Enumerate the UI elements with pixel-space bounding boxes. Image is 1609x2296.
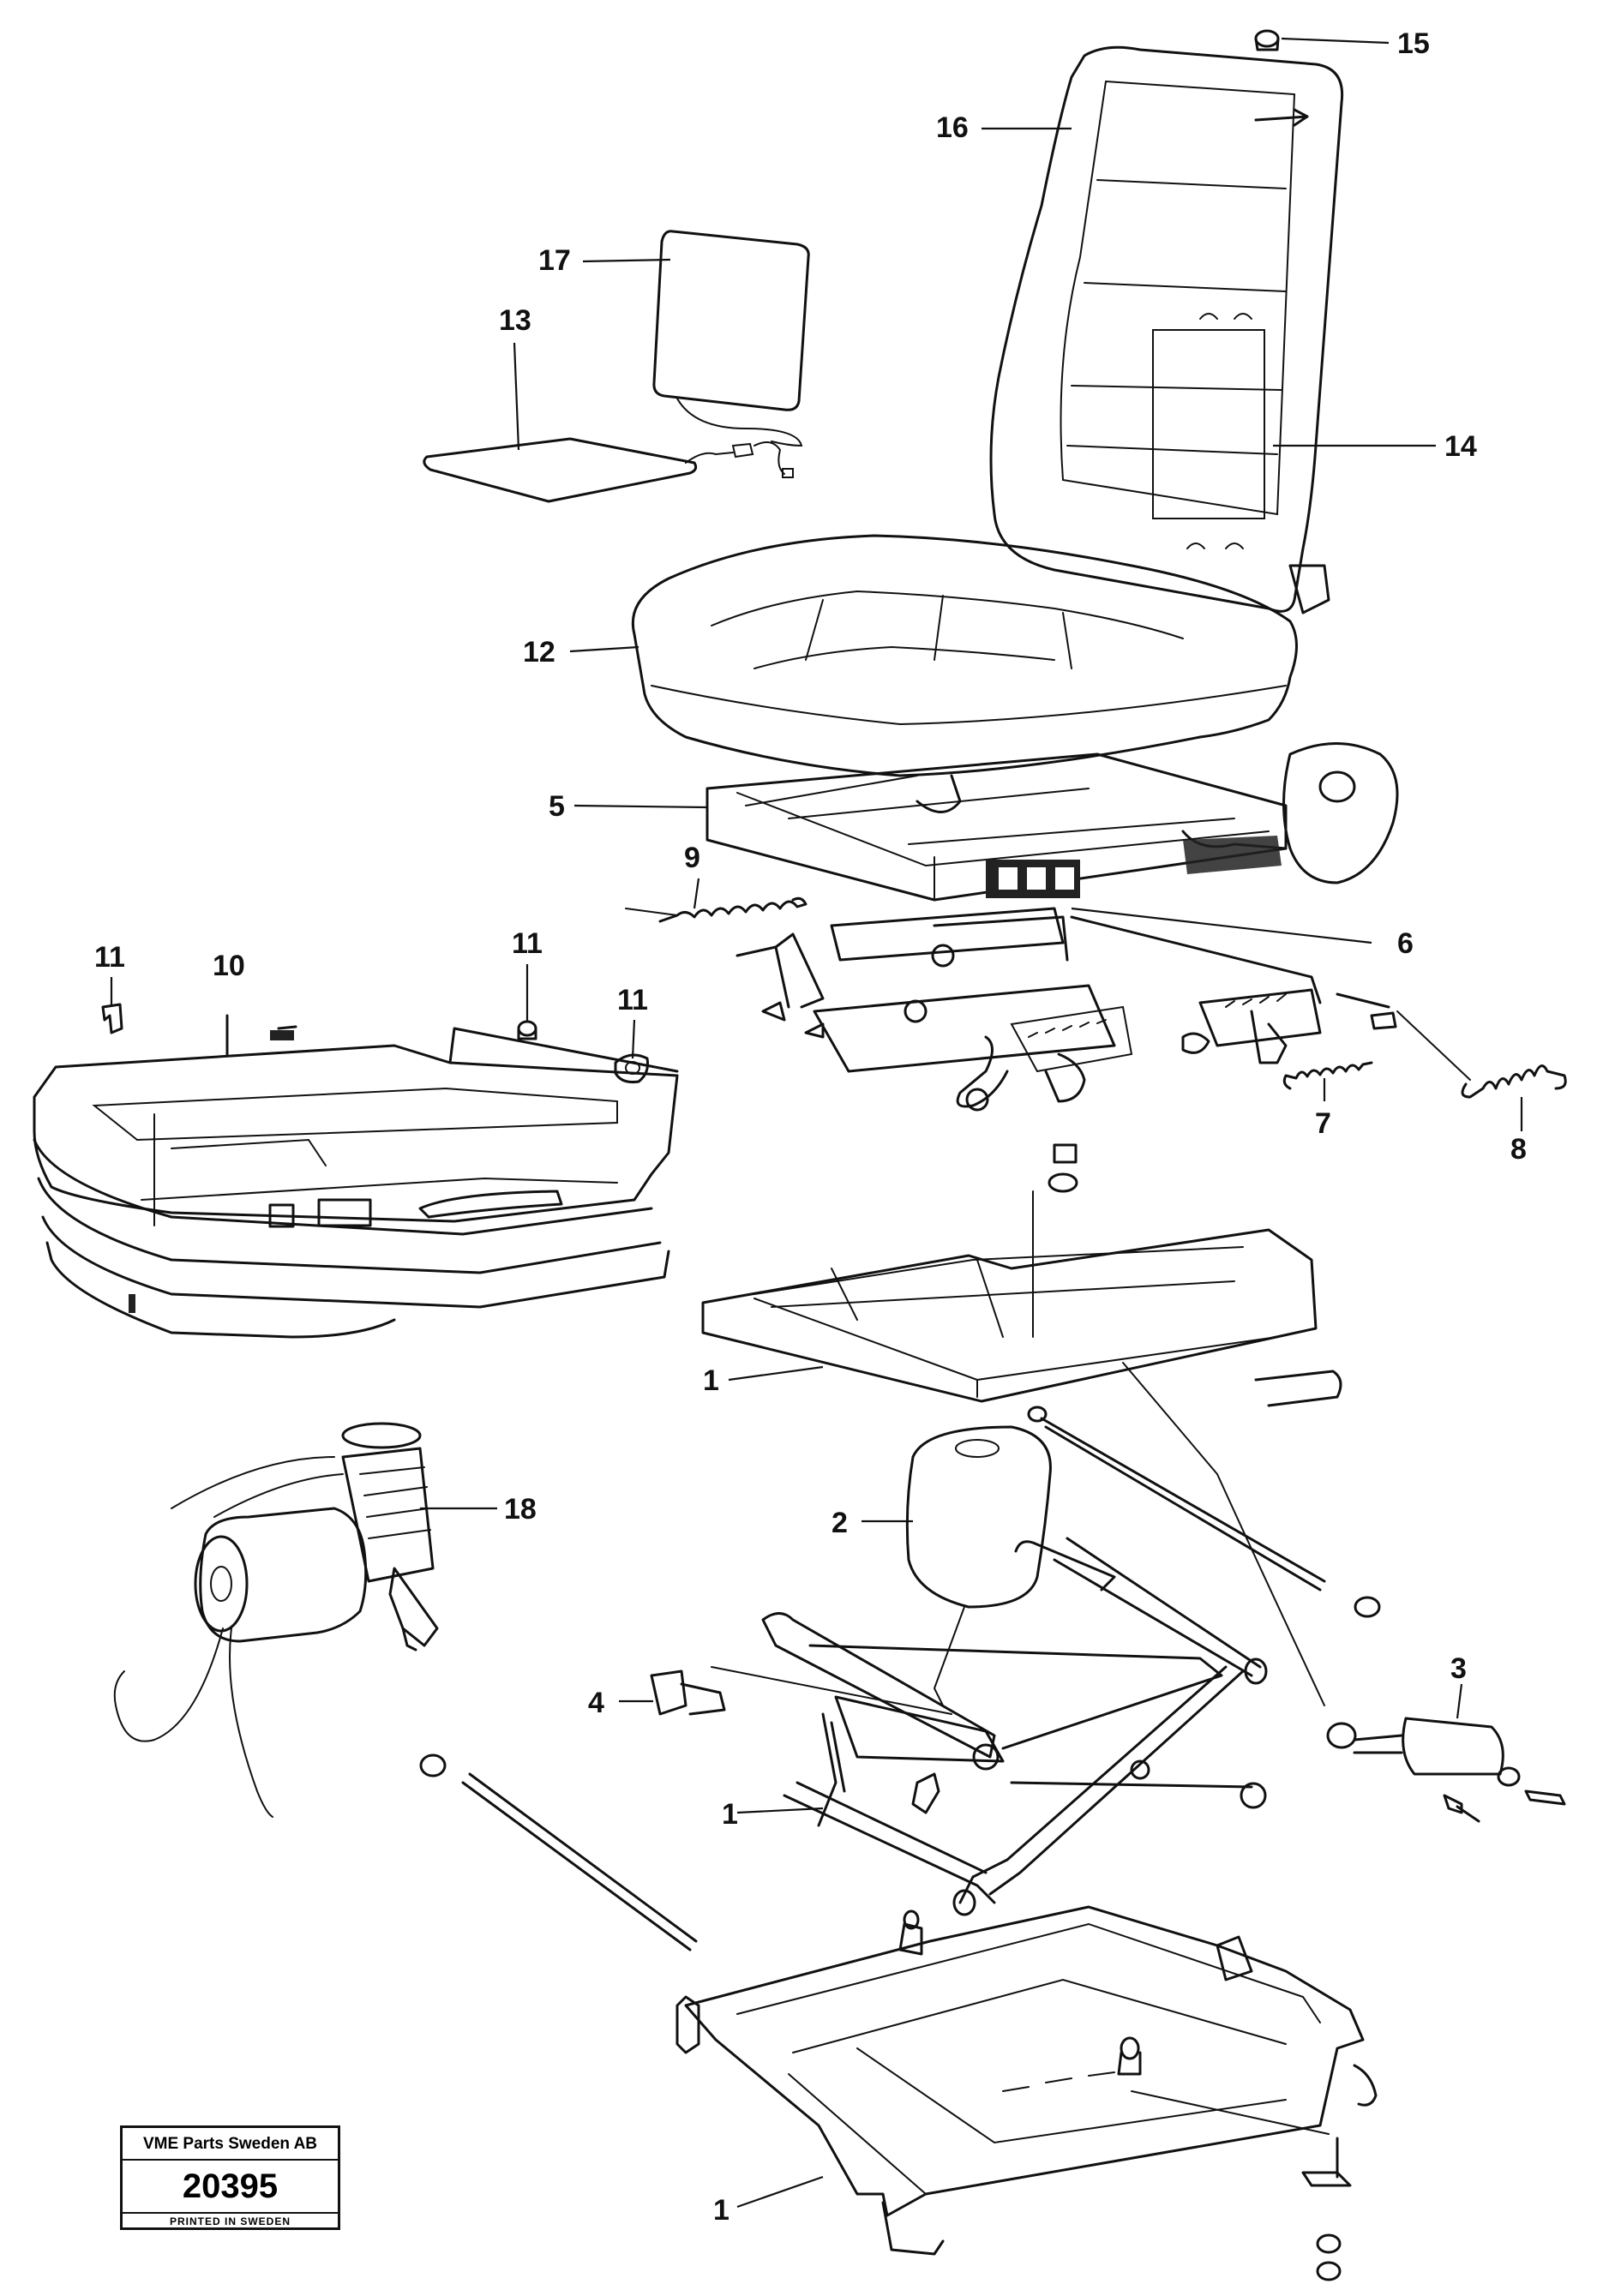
- knob-part-15: [1254, 29, 1280, 51]
- nut-part-11-center: [517, 1020, 537, 1040]
- callout-15: 15: [1397, 27, 1430, 60]
- stamp-company: VME Parts Sweden AB: [123, 2130, 338, 2161]
- callout-8: 8: [1510, 1133, 1527, 1166]
- callout-1-lower: 1: [713, 2194, 729, 2227]
- callout-18: 18: [504, 1493, 537, 1526]
- callout-10: 10: [213, 950, 245, 982]
- clip-part-11-left: [101, 1003, 123, 1034]
- spring-part-9: [625, 896, 808, 923]
- bellows-part-10: [33, 1014, 679, 1339]
- heating-pad-back-part-17: [652, 230, 810, 447]
- drawing-stamp: VME Parts Sweden AB 20395 PRINTED IN SWE…: [120, 2125, 340, 2230]
- upper-frame-part-1a: [701, 1143, 1342, 1423]
- backrest-part-16: [989, 45, 1344, 614]
- leader-lines: [110, 37, 1523, 2209]
- callout-17: 17: [538, 244, 571, 277]
- stamp-printed-note: PRINTED IN SWEDEN: [169, 2215, 291, 2227]
- callout-11-center: 11: [512, 927, 543, 960]
- callout-14: 14: [1444, 430, 1477, 463]
- callout-16: 16: [936, 111, 969, 144]
- clip-part-11-right: [614, 1053, 649, 1083]
- callout-labels: 15 16 17 13 14 12 5 9 6 11 10 11 11 7 8 …: [94, 27, 1527, 2227]
- callout-1-upper: 1: [703, 1364, 719, 1397]
- scissor-linkage-part-1b: [761, 1537, 1268, 1916]
- stamp-drawing-number: 20395: [123, 2161, 338, 2214]
- seat-cushion-part-12: [631, 534, 1298, 777]
- seat-side-disc: [1282, 742, 1399, 884]
- callout-7: 7: [1315, 1107, 1331, 1140]
- shock-absorber-part-3: [1326, 1717, 1566, 1823]
- callout-5: 5: [549, 790, 565, 823]
- base-frame-part-1c: [675, 1905, 1378, 2281]
- callout-6: 6: [1397, 927, 1414, 960]
- callout-11-left: 11: [94, 941, 125, 974]
- spring-part-7: [1282, 1061, 1373, 1090]
- seat-frame-part-5: [705, 752, 1288, 902]
- callout-1-middle: 1: [722, 1798, 738, 1831]
- callout-13: 13: [499, 304, 531, 337]
- heating-pad-seat-part-13: [423, 437, 794, 503]
- callout-3: 3: [1450, 1652, 1467, 1685]
- lumbar-pad-part-14: [1186, 313, 1252, 549]
- callout-4: 4: [588, 1687, 604, 1719]
- pin-rods: [419, 1190, 1381, 1951]
- callout-9: 9: [684, 842, 700, 874]
- callout-11-right: 11: [617, 984, 648, 1016]
- callout-12: 12: [523, 636, 555, 668]
- air-spring-part-2: [905, 1425, 1052, 1609]
- spring-part-8: [1396, 1010, 1567, 1099]
- compressor-part-18: [113, 1422, 439, 1818]
- callout-2: 2: [832, 1507, 848, 1539]
- seat-slide-mechanism-part-6: [735, 907, 1397, 1112]
- valve-bracket-part-4: [650, 1666, 952, 1716]
